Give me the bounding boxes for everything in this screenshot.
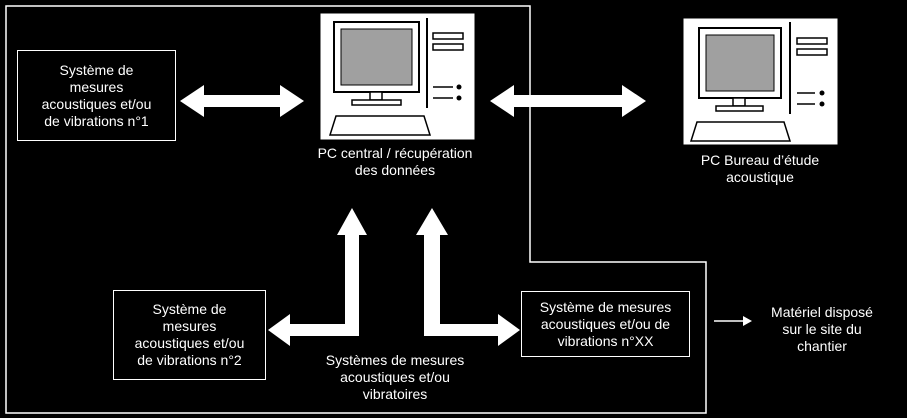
pc-bureau-label: PC Bureau d’étude acoustique [700,152,820,185]
arrow-systemxx-to-pc [416,208,520,346]
system2-box: Système de mesures acoustiques et/ou de … [113,290,266,380]
pc-central-icon [319,12,476,141]
double-arrow-system1-pc [180,85,304,117]
systems-group-label: Systèmes de mesures acoustiques et/ou vi… [325,352,465,402]
system1-box: Système de mesures acoustiques et/ou de … [17,50,176,141]
site-pointer-arrowhead [743,316,752,326]
double-arrow-pc-bureau [490,85,646,117]
site-material-label: Matériel disposé sur le site du chantier [771,304,873,354]
arrow-system2-to-pc [268,208,367,346]
systemxx-box: Système de mesures acoustiques et/ou de … [521,291,690,357]
pc-central-label: PC central / récupération des données [317,145,473,178]
pc-bureau-icon [682,17,839,146]
site-boundary [5,5,707,414]
